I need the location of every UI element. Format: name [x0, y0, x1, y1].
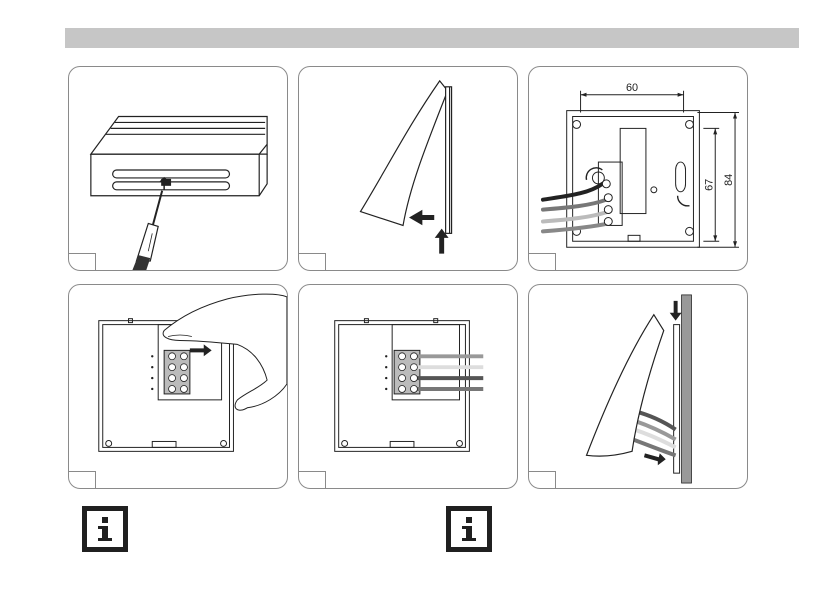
panel-open-housing	[68, 66, 288, 271]
step-tab	[68, 253, 96, 271]
dimension-height-inner-label: 67	[703, 179, 715, 191]
dimension-height-outer-label: 84	[723, 174, 735, 186]
svg-text:67: 67	[703, 179, 715, 191]
step-tab	[68, 471, 96, 489]
wiring-illustration	[299, 285, 517, 488]
cover-removal-illustration	[299, 67, 517, 270]
step-tab	[528, 253, 556, 271]
info-icon	[82, 506, 128, 552]
housing-closing-illustration	[529, 285, 747, 488]
terminal-insertion-illustration	[69, 285, 287, 488]
housing-screwdriver-illustration	[69, 67, 287, 270]
info-icon	[446, 506, 492, 552]
step-tab	[298, 471, 326, 489]
base-plate-dimension-drawing: 60 67 84	[529, 67, 747, 270]
panel-close-housing	[528, 284, 748, 489]
svg-text:84: 84	[723, 174, 735, 186]
panel-connect-wires	[298, 284, 518, 489]
header-bar	[65, 28, 799, 48]
svg-text:60: 60	[626, 82, 638, 94]
panel-remove-cover	[298, 66, 518, 271]
step-tab	[528, 471, 556, 489]
step-tab	[298, 253, 326, 271]
panel-mounting-dimensions: 60 67 84	[528, 66, 748, 271]
dimension-width-label: 60	[626, 82, 638, 94]
panel-insert-terminal-block	[68, 284, 288, 489]
